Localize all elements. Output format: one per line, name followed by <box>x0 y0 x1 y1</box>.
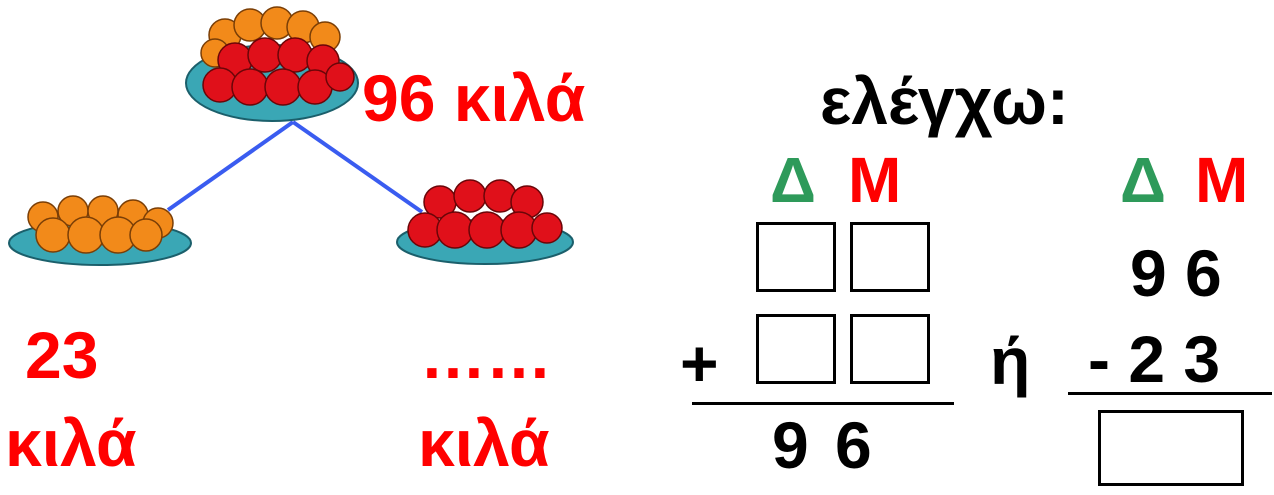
addition-top-tens-box[interactable] <box>756 222 836 292</box>
left-amount-unit: κιλά <box>5 410 137 476</box>
addition-bottom-tens-box[interactable] <box>756 314 836 384</box>
left-amount-value: 23 <box>25 322 98 388</box>
addition-sum-line <box>692 402 954 405</box>
subtraction-subtrahend: - 2 3 <box>1088 326 1220 392</box>
addition-operator: + <box>680 330 719 396</box>
subtraction-result-box[interactable] <box>1098 410 1244 486</box>
right-amount-unit: κιλά <box>418 410 550 476</box>
right-amount-blank: …… <box>420 322 552 388</box>
addition-bottom-units-box[interactable] <box>850 314 930 384</box>
orange-plate-icon <box>8 195 193 267</box>
addition-tens-header: Δ <box>770 148 816 212</box>
addition-units-header: Μ <box>848 148 901 212</box>
subtraction-units-header: Μ <box>1195 148 1248 212</box>
or-word: ή <box>990 328 1030 394</box>
addition-result: 9 6 <box>772 412 872 478</box>
top-amount-label: 96 κιλά <box>362 65 585 131</box>
subtraction-tens-header: Δ <box>1120 148 1166 212</box>
fruit-plate-mixed-icon <box>185 5 360 123</box>
subtraction-minuend: 9 6 <box>1130 240 1222 306</box>
addition-top-units-box[interactable] <box>850 222 930 292</box>
subtraction-difference-line <box>1068 392 1272 395</box>
check-title: ελέγχω: <box>820 68 1069 134</box>
apple-plate-icon <box>395 180 575 270</box>
